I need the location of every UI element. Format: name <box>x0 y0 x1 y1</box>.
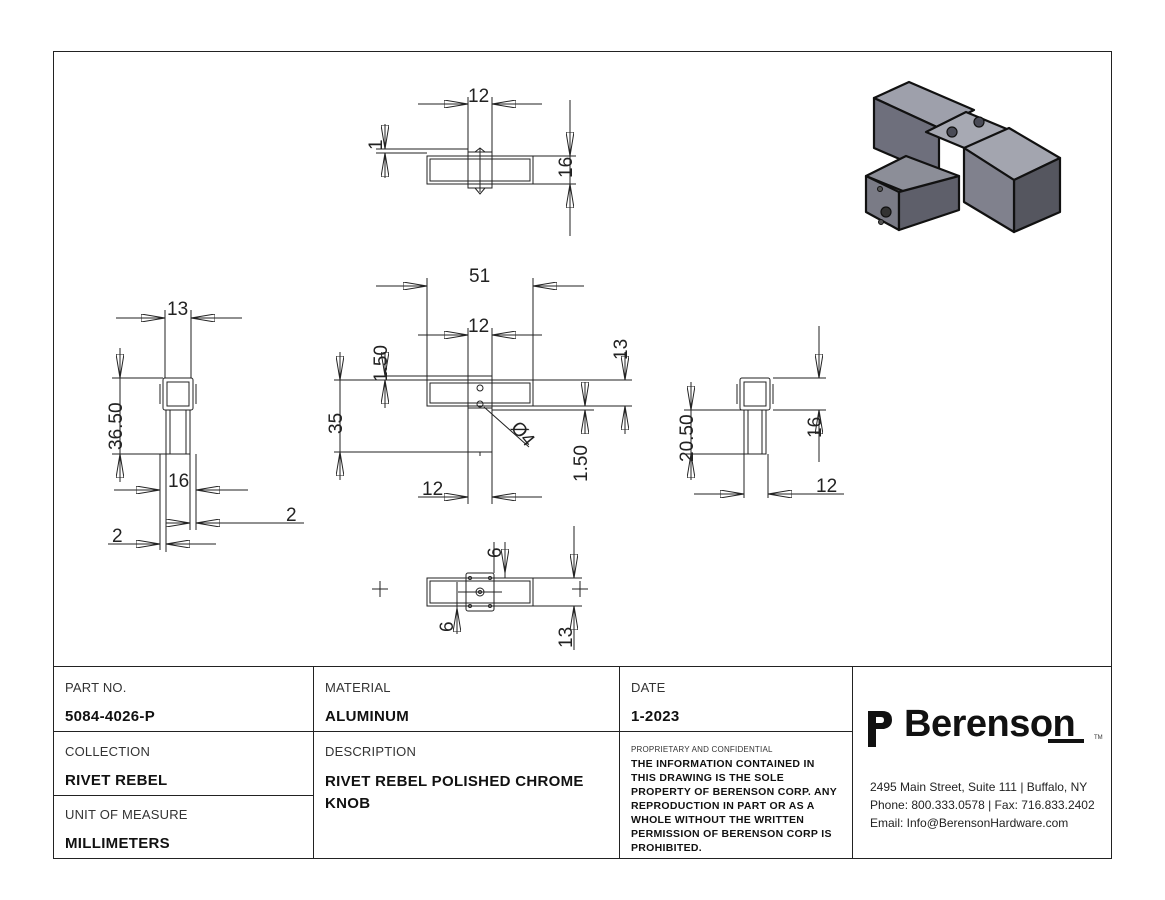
dim-bottom-six-a: 6 <box>485 547 506 558</box>
divider <box>852 667 853 859</box>
description-cell: DESCRIPTION RIVET REBEL POLISHED CHROME … <box>313 731 619 859</box>
bottom-view <box>372 526 588 650</box>
dim-right-width: 12 <box>816 476 837 497</box>
company-phone: Phone: 800.333.0578 | Fax: 716.833.2402 <box>870 798 1095 812</box>
uom-value: MILLIMETERS <box>65 835 170 852</box>
proprietary-cell: PROPRIETARY AND CONFIDENTIAL THE INFORMA… <box>619 667 852 859</box>
uom-label: UNIT OF MEASURE <box>65 807 188 822</box>
dim-left-width: 13 <box>167 299 188 320</box>
part-no-cell: PART NO. 5084-4026-P <box>53 667 313 731</box>
trademark: TM <box>1094 735 1103 741</box>
uom-cell: UNIT OF MEASURE MILLIMETERS <box>53 795 313 859</box>
dim-center-width: 12 <box>468 316 489 337</box>
dim-hole-diameter: Ø4 <box>506 418 539 451</box>
description-value: RIVET REBEL POLISHED CHROME KNOB <box>325 773 584 812</box>
technical-drawing: 12 1 16 51 12 1.50 13 35 Ø4 1.50 12 13 3… <box>106 80 1062 650</box>
material-label: MATERIAL <box>325 680 391 695</box>
date-cell: DATE 1-2023 <box>619 667 852 731</box>
material-cell: MATERIAL ALUMINUM <box>313 667 619 731</box>
dim-top-width: 12 <box>468 86 489 107</box>
dim-lower-step: 1.50 <box>571 445 592 482</box>
part-no-value: 5084-4026-P <box>65 708 156 725</box>
berenson-mark-icon <box>868 711 892 747</box>
collection-value: RIVET REBEL <box>65 772 168 789</box>
company-email[interactable]: Email: Info@BerensonHardware.com <box>870 816 1069 830</box>
collection-cell: COLLECTION RIVET REBEL <box>53 731 313 795</box>
dim-right-base: 16 <box>805 417 826 438</box>
date-value: 1-2023 <box>631 708 680 725</box>
dim-left-wall-a: 2 <box>286 505 297 526</box>
description-label: DESCRIPTION <box>325 744 417 759</box>
dim-bottom-six-b: 6 <box>437 621 458 632</box>
divider <box>53 731 852 732</box>
dim-top-height: 16 <box>556 157 577 178</box>
dim-step: 1.50 <box>371 345 392 382</box>
right-view <box>684 326 844 498</box>
dim-overall-width: 51 <box>469 266 490 287</box>
dim-top-gap: 1 <box>366 139 387 150</box>
dim-left-wall-b: 2 <box>112 526 123 547</box>
title-block: PART NO. 5084-4026-P COLLECTION RIVET RE… <box>53 666 1112 859</box>
divider <box>619 667 620 859</box>
date-label: DATE <box>631 680 666 695</box>
drawing-frame <box>53 51 1112 859</box>
dim-right-height: 20.50 <box>677 414 698 462</box>
dimension-labels: 12 1 16 51 12 1.50 13 35 Ø4 1.50 12 13 3… <box>106 86 837 648</box>
isometric-view <box>864 80 1062 234</box>
company-address: 2495 Main Street, Suite 111 | Buffalo, N… <box>870 780 1088 794</box>
divider <box>313 667 314 859</box>
proprietary-text: THE INFORMATION CONTAINED IN THIS DRAWIN… <box>631 758 837 854</box>
dim-left-height: 36.50 <box>106 402 127 450</box>
dim-bottom-thirteen: 13 <box>556 627 577 648</box>
dim-arm-height: 13 <box>611 339 632 360</box>
dim-total-height: 35 <box>326 413 347 434</box>
company-logo-text: Berenson <box>904 703 1076 745</box>
material-value: ALUMINUM <box>325 708 410 725</box>
left-view <box>108 310 304 552</box>
logo-underline <box>1048 739 1084 743</box>
dim-bottom-width: 12 <box>422 479 443 500</box>
collection-label: COLLECTION <box>65 744 151 759</box>
proprietary-title: PROPRIETARY AND CONFIDENTIAL <box>631 745 773 754</box>
top-view <box>376 97 576 236</box>
company-cell: Berenson TM 2495 Main Street, Suite 111 … <box>852 667 1111 859</box>
dim-left-base: 16 <box>168 471 189 492</box>
front-view <box>334 278 632 504</box>
divider <box>53 795 313 796</box>
part-no-label: PART NO. <box>65 680 127 695</box>
